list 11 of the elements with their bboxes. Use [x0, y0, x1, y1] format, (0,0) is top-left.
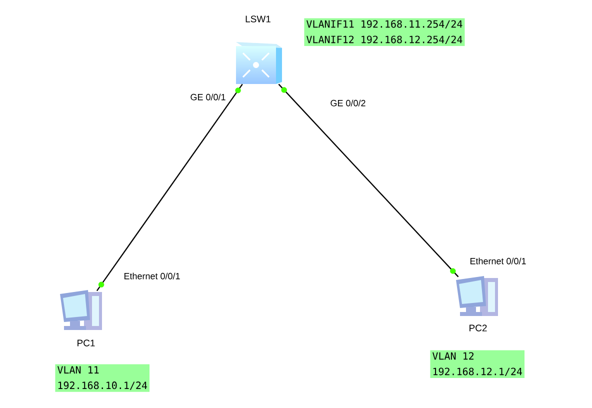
port-label: Ethernet 0/0/1	[124, 272, 180, 280]
port-label: GE 0/0/2	[330, 100, 366, 106]
address-box: VLAN 12 192.168.12.1/24	[430, 350, 524, 378]
device-label: LSW1	[246, 16, 270, 22]
device-label: PC1	[78, 340, 95, 346]
address-box: VLANIF11 192.168.11.254/24 VLANIF12 192.168.12.254/24	[304, 18, 465, 46]
address-box: VLAN 11 192.168.10.1/24	[55, 364, 150, 392]
cable-line	[278, 84, 459, 278]
port-label: Ethernet 0/0/1	[470, 258, 526, 264]
device-label: PC2	[470, 324, 487, 332]
port-label: GE 0/0/1	[190, 94, 226, 100]
